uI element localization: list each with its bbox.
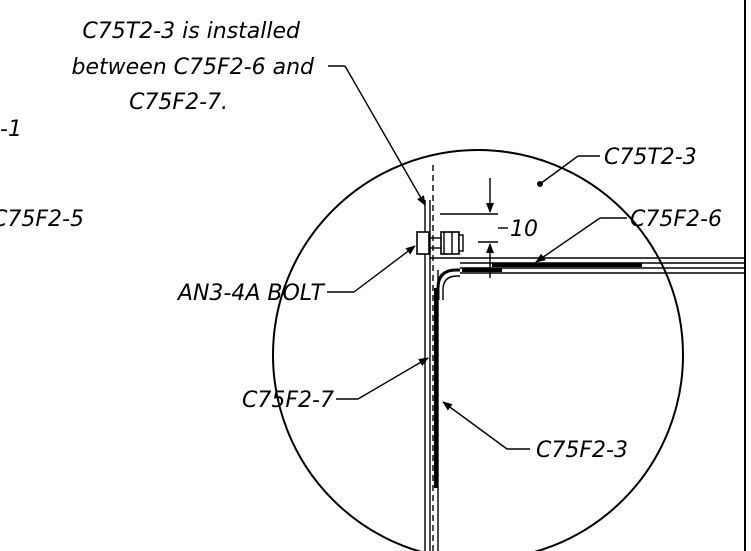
- dimension-10: [440, 178, 508, 278]
- partial-label-dash-one: -1: [0, 117, 22, 142]
- leader-lines: [327, 65, 627, 450]
- callout-c75t2-3: C75T2-3: [604, 145, 697, 170]
- callout-c75f2-7: C75F2-7: [242, 388, 334, 413]
- callout-c75f2-6: C75F2-6: [630, 207, 722, 232]
- dimension-value: 10: [510, 217, 538, 242]
- partial-label-c75f2-5: C75F2-5: [0, 207, 84, 232]
- detail-circle: [272, 149, 684, 551]
- note-line-1: C75T2-3 is installed: [82, 19, 301, 44]
- note-line-3: C75F2-7.: [129, 90, 228, 115]
- callout-bolt: AN3-4A BOLT: [176, 281, 326, 306]
- corner-bend: [436, 268, 460, 300]
- note-line-2: between C75F2-6 and: [72, 55, 315, 80]
- bolt-assembly: [416, 231, 464, 255]
- callout-c75f2-3: C75F2-3: [536, 438, 628, 463]
- horizontal-flange: [430, 257, 745, 274]
